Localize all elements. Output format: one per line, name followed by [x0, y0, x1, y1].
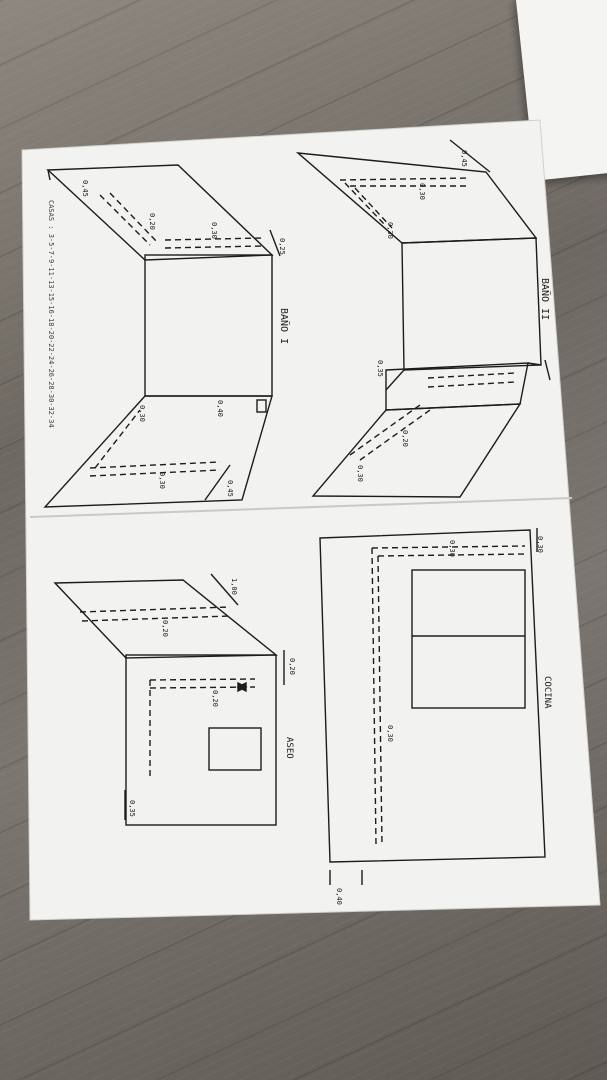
dim-label: 0,30 [448, 540, 456, 557]
bano2-label: BAÑO II [539, 278, 552, 320]
dim-label: 0,30 [210, 222, 218, 239]
paper-fold [29, 497, 573, 518]
dim-label: 0,25 [278, 238, 286, 255]
dim-label: 0,20 [288, 658, 296, 675]
labels: BAÑO II BAÑO I ASEO COCINA CASAS : 3-5-7… [47, 150, 552, 905]
dim-label: 0,35 [128, 800, 136, 817]
dim-label: 0,20 [161, 620, 169, 637]
dim-label: 0,40 [335, 888, 343, 905]
bano1-label: BAÑO I [278, 308, 291, 344]
dim-label: 0,30 [536, 536, 544, 553]
dim-label: 0,45 [81, 180, 89, 197]
cocina-label: COCINA [542, 676, 552, 709]
dim-label: 0,35 [376, 360, 384, 377]
dim-label: 0,20 [148, 213, 156, 230]
cocina-drawing [319, 528, 546, 885]
dim-label: 0,30 [386, 222, 394, 239]
dim-label: 0,30 [356, 465, 364, 482]
dim-label: 0,40 [216, 400, 224, 417]
casas-label: CASAS : 3-5-7-9-11-13-15-16-18-20-22-24-… [47, 200, 55, 428]
aseo-label: ASEO [284, 737, 294, 759]
bano2-drawing [295, 139, 551, 498]
dim-label: 1,00 [230, 578, 238, 595]
dim-label: 0,45 [460, 150, 468, 167]
drawings [43, 139, 551, 885]
dim-label: 0,30 [386, 725, 394, 742]
dim-label: 0,30 [138, 405, 146, 422]
paper-sheet [21, 119, 601, 921]
dim-label: 0,20 [211, 690, 219, 707]
dim-label: 0,45 [226, 480, 234, 497]
bano1-drawing [43, 164, 281, 508]
dim-label: 0,20 [401, 430, 409, 447]
dim-label: 0,30 [158, 472, 166, 489]
dim-label: 0,30 [418, 183, 426, 200]
aseo-drawing [53, 573, 285, 826]
